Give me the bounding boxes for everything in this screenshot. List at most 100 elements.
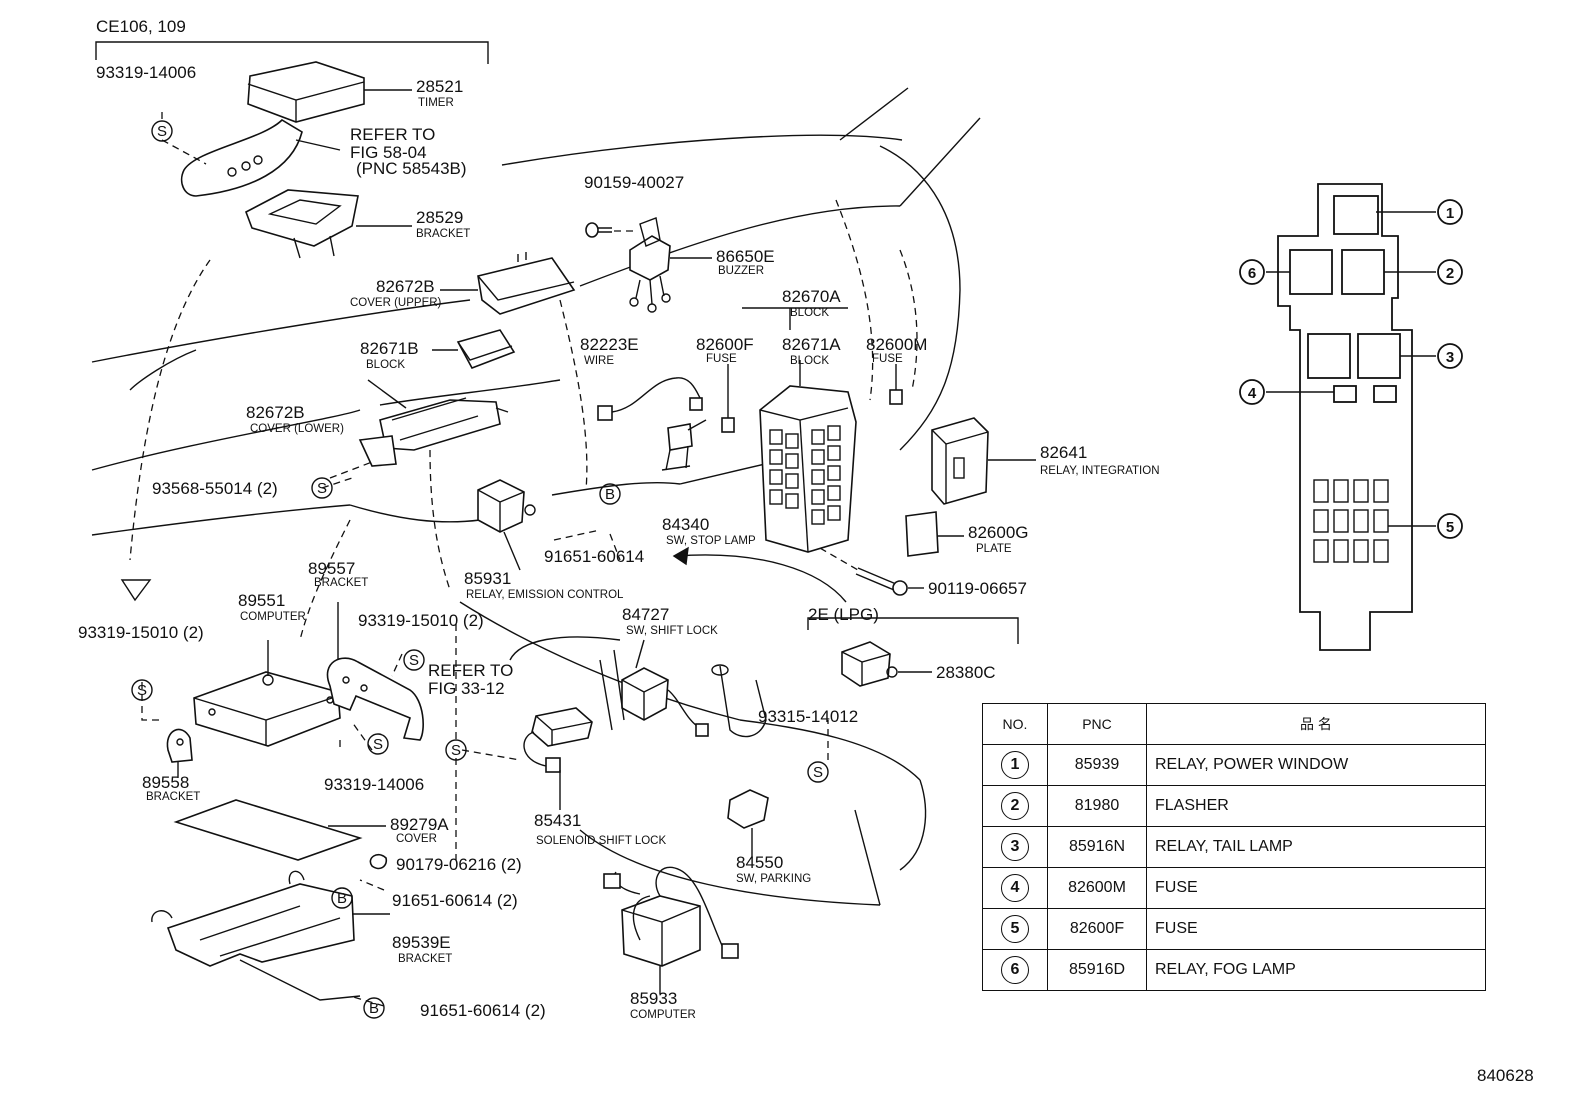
solenoid-shift-lock-part (523, 707, 593, 773)
table-row: 6 85916D RELAY, FOG LAMP (982, 949, 1486, 991)
callout-82600f-name: FUSE (706, 353, 737, 365)
screw-symbol: S (807, 761, 829, 783)
callout-84727: 84727 (622, 605, 669, 624)
callout-82672b-lower: 82672B (246, 403, 305, 422)
refer-58-line1: REFER TO (350, 125, 435, 144)
callout-82600m-name: FUSE (872, 353, 903, 365)
callout-82600f: 82600F (696, 335, 754, 354)
screw-symbol: S (403, 649, 425, 671)
callout-90159-40027: 90159-40027 (584, 173, 684, 192)
relay-label-6: 6 (1239, 259, 1265, 285)
callout-90119-06657: 90119-06657 (928, 579, 1027, 598)
callout-93315-14012: 93315-14012 (758, 707, 858, 726)
lpg-bracket (807, 617, 1019, 644)
callout-82223e-name: WIRE (584, 355, 614, 367)
screw-symbol: S (151, 120, 173, 142)
shift-lock-switch-part (621, 667, 669, 721)
timer-bracket-part (180, 118, 303, 197)
row-name: FUSE (1146, 908, 1486, 950)
part-28380c (841, 641, 898, 687)
row-number: 2 (1001, 792, 1029, 820)
parking-switch-part (727, 789, 769, 829)
callout-28380c: 28380C (936, 663, 996, 682)
fuse-82600m-part (889, 389, 903, 405)
callout-91651-60614-b1: 91651-60614 (2) (392, 891, 518, 910)
header-pnc: PNC (1047, 703, 1147, 745)
stop-lamp-switch-part (661, 423, 693, 471)
cover-upper-part (477, 252, 576, 315)
callout-85931: 85931 (464, 569, 511, 588)
row-number: 6 (1001, 956, 1029, 984)
callout-82670a: 82670A (782, 287, 841, 306)
callout-86650e: 86650E (716, 247, 775, 266)
callout-93568-55014: 93568-55014 (2) (152, 479, 278, 498)
relay-label-2: 2 (1437, 259, 1463, 285)
svg-text:3: 3 (1446, 349, 1454, 366)
row-pnc: 85939 (1047, 744, 1147, 786)
row-number: 3 (1001, 833, 1029, 861)
buzzer-part (629, 217, 671, 313)
row-number: 1 (1001, 751, 1029, 779)
row-name: RELAY, FOG LAMP (1146, 949, 1486, 991)
callout-89558-name: BRACKET (146, 791, 200, 803)
callout-90179-06216: 90179-06216 (2) (396, 855, 522, 874)
callout-93319-15010-left: 93319-15010 (2) (78, 623, 204, 642)
timer-part (247, 61, 365, 123)
lpg-variant-label: 2E (LPG) (808, 605, 879, 624)
callout-93319-15010-center: 93319-15010 (2) (358, 611, 484, 630)
callout-89551-name: COMPUTER (240, 611, 306, 623)
group-header: CE106, 109 (96, 17, 186, 36)
cover-lower-part (358, 397, 509, 467)
table-row: 4 82600M FUSE (982, 867, 1486, 909)
screw-symbol: S (131, 679, 153, 701)
svg-text:S: S (157, 123, 167, 140)
callout-89539e: 89539E (392, 933, 451, 952)
callout-89279a: 89279A (390, 815, 449, 834)
callout-82600m: 82600M (866, 335, 927, 354)
callout-84340: 84340 (662, 515, 709, 534)
callout-84727-name: SW, SHIFT LOCK (626, 625, 718, 637)
table-header-row: NO. PNC 品 名 (982, 703, 1486, 745)
svg-text:S: S (373, 736, 383, 753)
svg-text:B: B (369, 1000, 379, 1017)
refer-58-line2: FIG 58-04 (350, 143, 427, 162)
row-name: RELAY, TAIL LAMP (1146, 826, 1486, 868)
screw-symbol: S (445, 739, 467, 761)
svg-text:S: S (451, 742, 461, 759)
row-pnc: 82600M (1047, 867, 1147, 909)
callout-82671a: 82671A (782, 335, 841, 354)
callout-82672b-upper-name: COVER (UPPER) (350, 297, 442, 309)
table-row: 1 85939 RELAY, POWER WINDOW (982, 744, 1486, 786)
callout-85933-name: COMPUTER (630, 1009, 696, 1021)
callout-89539e-name: BRACKET (398, 953, 452, 965)
bracket-89557-part (326, 657, 424, 741)
svg-text:4: 4 (1248, 385, 1257, 402)
bolt-symbol: B (363, 997, 385, 1019)
header-no: NO. (982, 703, 1048, 745)
bracket-28529-part (245, 189, 359, 259)
plate-82600g-part (905, 511, 939, 557)
svg-text:B: B (337, 890, 347, 907)
screw-symbol: S (367, 733, 389, 755)
row-pnc: 85916N (1047, 826, 1147, 868)
callout-89279a-name: COVER (396, 833, 437, 845)
row-number: 4 (1001, 874, 1029, 902)
header-name: 品 名 (1146, 703, 1486, 745)
row-pnc: 81980 (1047, 785, 1147, 827)
screw-symbol: S (311, 477, 333, 499)
callout-82641-name: RELAY, INTEGRATION (1040, 465, 1160, 477)
svg-text:S: S (137, 682, 147, 699)
clip-90179-part (369, 853, 388, 870)
callout-28529-name: BRACKET (416, 228, 470, 240)
callout-82223e: 82223E (580, 335, 639, 354)
callout-91651-60614-b2: 91651-60614 (2) (420, 1001, 546, 1020)
group-bracket (95, 41, 489, 64)
callout-93319-14006-bottom: 93319-14006 (324, 775, 424, 794)
callout-82641: 82641 (1040, 443, 1087, 462)
svg-text:S: S (409, 652, 419, 669)
callout-89557: 89557 (308, 559, 355, 578)
callout-84550: 84550 (736, 853, 783, 872)
callout-85431: 85431 (534, 811, 581, 830)
row-name: FUSE (1146, 867, 1486, 909)
row-pnc: 85916D (1047, 949, 1147, 991)
